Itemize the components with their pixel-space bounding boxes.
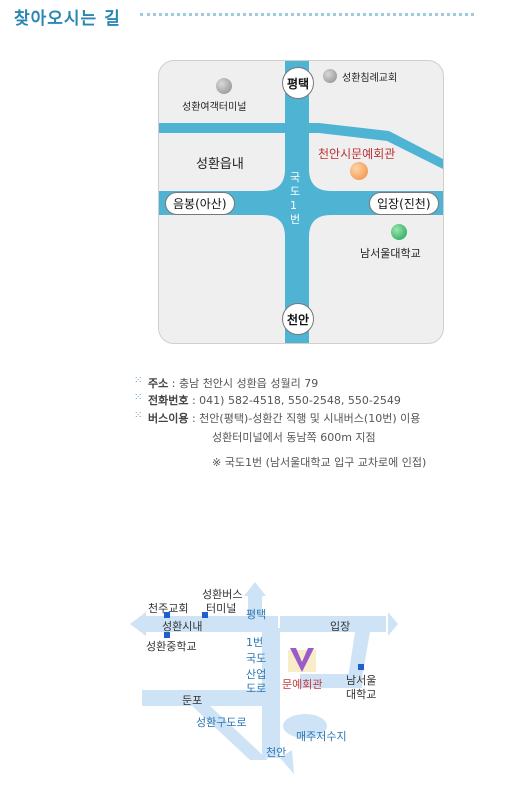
middle-school-marker-icon xyxy=(164,632,170,638)
pyeongtaek-label: 평택 xyxy=(246,608,267,621)
bus-terminal-label-1: 성환버스 xyxy=(202,588,243,601)
terminal-marker-icon xyxy=(216,78,232,94)
university-label-1: 남서울 xyxy=(346,674,377,687)
cheonan-marker: 천안 xyxy=(282,303,314,335)
dunpo-label: 둔포 xyxy=(182,694,203,707)
bullet-icon: ⁙ xyxy=(134,410,143,421)
road-label-2: 국도 xyxy=(246,652,267,665)
address-value: : 충남 천안시 성환읍 성월리 79 xyxy=(171,377,319,390)
eumbong-label: 음봉(아산) xyxy=(165,192,235,215)
arrow-west-icon xyxy=(130,612,146,636)
title-divider xyxy=(140,13,474,16)
road-label-3: 산업 xyxy=(246,668,267,681)
arrow-south-icon xyxy=(280,750,294,774)
art-center-marker-icon xyxy=(350,162,368,180)
bus-key: 버스이용 xyxy=(148,412,189,425)
university-label: 남서울대학교 xyxy=(360,247,421,260)
seonghwan-eup-label: 성환읍내 xyxy=(196,157,244,172)
bullet-icon: ⁙ xyxy=(134,392,143,403)
art-center-label: 천안시문예회관 xyxy=(318,147,396,161)
cheonan-label: 천안 xyxy=(266,746,287,759)
ipjang-label: 입장(진천) xyxy=(369,192,439,215)
national-road-label: 국도1번 xyxy=(290,171,301,226)
bus-terminal-marker-icon xyxy=(202,612,208,618)
arrow-east-icon xyxy=(388,612,398,636)
cathedral-marker-icon xyxy=(164,612,170,618)
arrow-north-icon xyxy=(244,582,266,596)
bus-value-1: : 천안(평택)-성환간 직행 및 시내버스(10번) 이용 xyxy=(191,412,421,425)
reservoir-shape xyxy=(283,714,327,738)
gu-road-label: 성환구도로 xyxy=(196,716,247,729)
bullet-icon: ⁙ xyxy=(134,375,143,386)
phone-key: 전화번호 xyxy=(148,394,189,407)
ipjang-label: 입장 xyxy=(330,620,351,633)
page-title: 찾아오시는 길 xyxy=(14,9,121,29)
road-label-1: 1번 xyxy=(246,636,264,649)
bus-note: ※ 국도1번 (남서울대학교 입구 교차로에 인접) xyxy=(212,456,427,469)
church-label: 성환침례교회 xyxy=(342,73,398,84)
address-key: 주소 xyxy=(148,377,169,390)
location-map: 평택 천안 음봉(아산) 입장(진천) 성환읍내 국도1번 성환침례교회 성환여… xyxy=(158,60,444,344)
university-marker-icon xyxy=(391,224,407,240)
university-marker-icon xyxy=(358,664,364,670)
bus-value-2: 성환터미널에서 동남쪽 600m 지점 xyxy=(212,431,376,444)
reservoir-label: 매주저수지 xyxy=(296,730,347,743)
address-row: 주소 : 충남 천안시 성환읍 성월리 79 xyxy=(148,375,318,391)
phone-row: 전화번호 : 041) 582-4518, 550-2548, 550-2549 xyxy=(148,392,401,408)
bus-terminal-label-2: 터미널 xyxy=(206,602,237,615)
bus-row: 버스이용 : 천안(평택)-성환간 직행 및 시내버스(10번) 이용 xyxy=(148,410,420,426)
middle-school-label: 성환중학교 xyxy=(146,640,197,653)
cathedral-label: 천주교회 xyxy=(148,602,189,615)
phone-value: : 041) 582-4518, 550-2548, 550-2549 xyxy=(191,394,401,407)
art-center-label: 문예회관 xyxy=(282,678,323,691)
schematic-map: 성환버스 터미널 천주교회 성환시내 성환중학교 평택 입장 1번 국도 산업 … xyxy=(130,578,400,778)
art-center-logo-icon xyxy=(288,648,316,672)
terminal-label: 성환여객터미널 xyxy=(182,102,247,113)
pyeongtaek-marker: 평택 xyxy=(282,67,314,99)
schematic-roads xyxy=(130,582,398,774)
downtown-label: 성환시내 xyxy=(162,620,203,633)
road-diagonal xyxy=(159,123,443,169)
road-label-4: 도로 xyxy=(246,682,267,695)
church-marker-icon xyxy=(323,69,337,83)
university-label-2: 대학교 xyxy=(346,688,377,701)
